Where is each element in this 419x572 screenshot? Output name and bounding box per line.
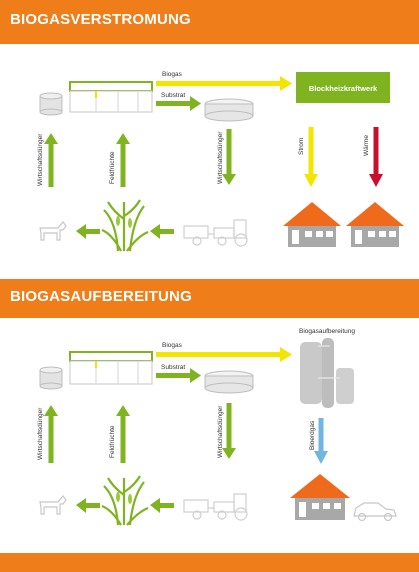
- bioerdgas-arrow: [314, 418, 328, 464]
- substrat-label: Substrat: [161, 92, 185, 99]
- left-arrow: [76, 224, 100, 239]
- feldfruechte-label: Feldfrüchte: [109, 425, 116, 458]
- chp-plant-label: Blockheizkraftwerk: [309, 84, 378, 93]
- tractor-icon: [183, 219, 248, 247]
- digestate-down-arrow: [222, 129, 236, 185]
- substrat-arrow: [156, 96, 201, 111]
- left-arrow: [150, 498, 174, 513]
- feldfruechte-label: Feldfrüchte: [109, 151, 116, 184]
- crops-up-arrow: [116, 133, 130, 187]
- car-icon: [353, 502, 397, 522]
- upgrading-plant-label: Biogasaufbereitung: [299, 328, 355, 335]
- section1-title: BIOGASVERSTROMUNG: [10, 11, 191, 28]
- digester-icon: [204, 98, 254, 122]
- section1-diagram: Biogas Substrat Blockheizkraftwerk Wirts…: [37, 71, 404, 252]
- cow-icon: [39, 495, 67, 515]
- left-arrow: [150, 224, 174, 239]
- section2-title: BIOGASAUFBEREITUNG: [10, 288, 192, 305]
- tractor-icon: [183, 493, 248, 521]
- house-icon: [283, 202, 341, 247]
- waerme-label: Wärme: [363, 135, 370, 156]
- wirtschaftsduenger-right-label: Wirtschaftsdünger: [217, 405, 224, 458]
- cow-icon: [39, 221, 67, 241]
- biogas-label: Biogas: [162, 71, 183, 78]
- wirtschaftsduenger-left-label: Wirtschaftsdünger: [37, 133, 44, 186]
- footer-band: [0, 553, 419, 572]
- crops-up-arrow: [116, 405, 130, 463]
- section2-diagram: Biogas Substrat Biogasaufbereitung Wirts…: [37, 328, 397, 526]
- digester-icon: [204, 370, 254, 394]
- slurry-tank-icon: [39, 366, 63, 390]
- barn-icon: [69, 351, 153, 385]
- upgrading-plant-icon: [300, 338, 354, 408]
- waerme-arrow: [369, 127, 383, 187]
- bioerdgas-label: Bioerdgas: [309, 420, 316, 450]
- crops-icon: [101, 475, 149, 526]
- wirtschaftsduenger-left-label: Wirtschaftsdünger: [37, 407, 44, 460]
- digestate-down-arrow: [222, 403, 236, 459]
- section1-header-band: BIOGASVERSTROMUNG: [0, 0, 419, 44]
- substrat-arrow: [156, 368, 201, 383]
- house-icon: [346, 202, 404, 247]
- biogas-arrow: [156, 347, 292, 362]
- biogas-arrow: [156, 76, 292, 91]
- chp-plant-box: [296, 72, 390, 103]
- biogas-label: Biogas: [162, 342, 183, 349]
- manure-up-arrow: [44, 133, 58, 187]
- substrat-label: Substrat: [161, 364, 185, 371]
- section2-header-band: BIOGASAUFBEREITUNG: [0, 279, 419, 318]
- left-arrow: [76, 498, 100, 513]
- wirtschaftsduenger-right-label: Wirtschaftsdünger: [217, 131, 224, 184]
- crops-icon: [101, 199, 149, 252]
- strom-label: Strom: [298, 138, 305, 155]
- barn-icon: [69, 81, 153, 113]
- strom-arrow: [304, 127, 318, 187]
- house-icon: [290, 474, 350, 520]
- manure-up-arrow: [44, 405, 58, 463]
- slurry-tank-icon: [39, 92, 63, 116]
